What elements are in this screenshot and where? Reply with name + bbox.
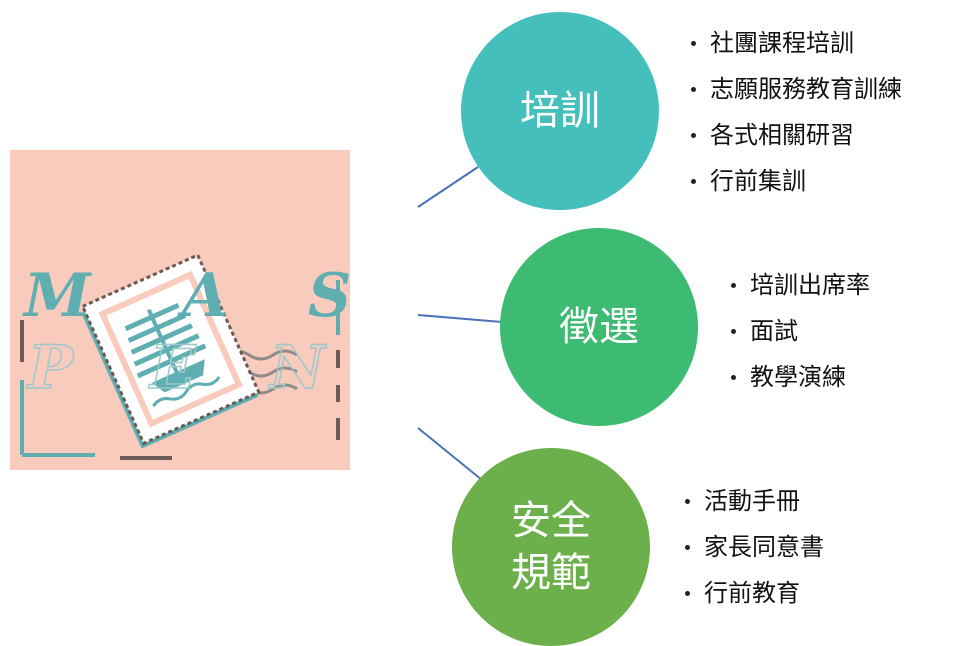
safety-title: 安全 規範 — [511, 498, 591, 596]
training-list: 社團課程培訓 志願服務教育訓練 各式相關研習 行前集訓 — [688, 20, 902, 204]
safety-item: 家長同意書 — [682, 524, 824, 570]
logo-letter-s: S — [308, 261, 352, 331]
logo-letter-p: P — [27, 333, 74, 403]
connector-selection — [417, 314, 503, 323]
selection-list: 培訓出席率 面試 教學演練 — [728, 262, 870, 400]
connector-safety — [417, 427, 483, 481]
safety-circle: 安全 規範 — [452, 448, 650, 646]
safety-item: 活動手冊 — [682, 478, 824, 524]
selection-item: 教學演練 — [728, 354, 870, 400]
logo-letter-a: A — [182, 261, 229, 331]
training-item: 各式相關研習 — [688, 112, 902, 158]
maspen-logo: M A S P E N — [10, 150, 352, 470]
connector-training — [417, 166, 479, 208]
logo-letter-m: M — [24, 261, 91, 331]
training-circle: 培訓 — [461, 12, 659, 210]
logo-letter-e: E — [149, 333, 196, 403]
training-title: 培訓 — [520, 88, 600, 134]
safety-item: 行前教育 — [682, 570, 824, 616]
training-item: 社團課程培訓 — [688, 20, 902, 66]
training-item: 行前集訓 — [688, 158, 902, 204]
selection-title: 徵選 — [559, 304, 639, 350]
selection-circle: 徵選 — [500, 228, 698, 426]
logo-stamp-artwork — [10, 150, 350, 470]
training-item: 志願服務教育訓練 — [688, 66, 902, 112]
logo-letter-n: N — [269, 333, 325, 403]
selection-item: 培訓出席率 — [728, 262, 870, 308]
safety-list: 活動手冊 家長同意書 行前教育 — [682, 478, 824, 616]
selection-item: 面試 — [728, 308, 870, 354]
